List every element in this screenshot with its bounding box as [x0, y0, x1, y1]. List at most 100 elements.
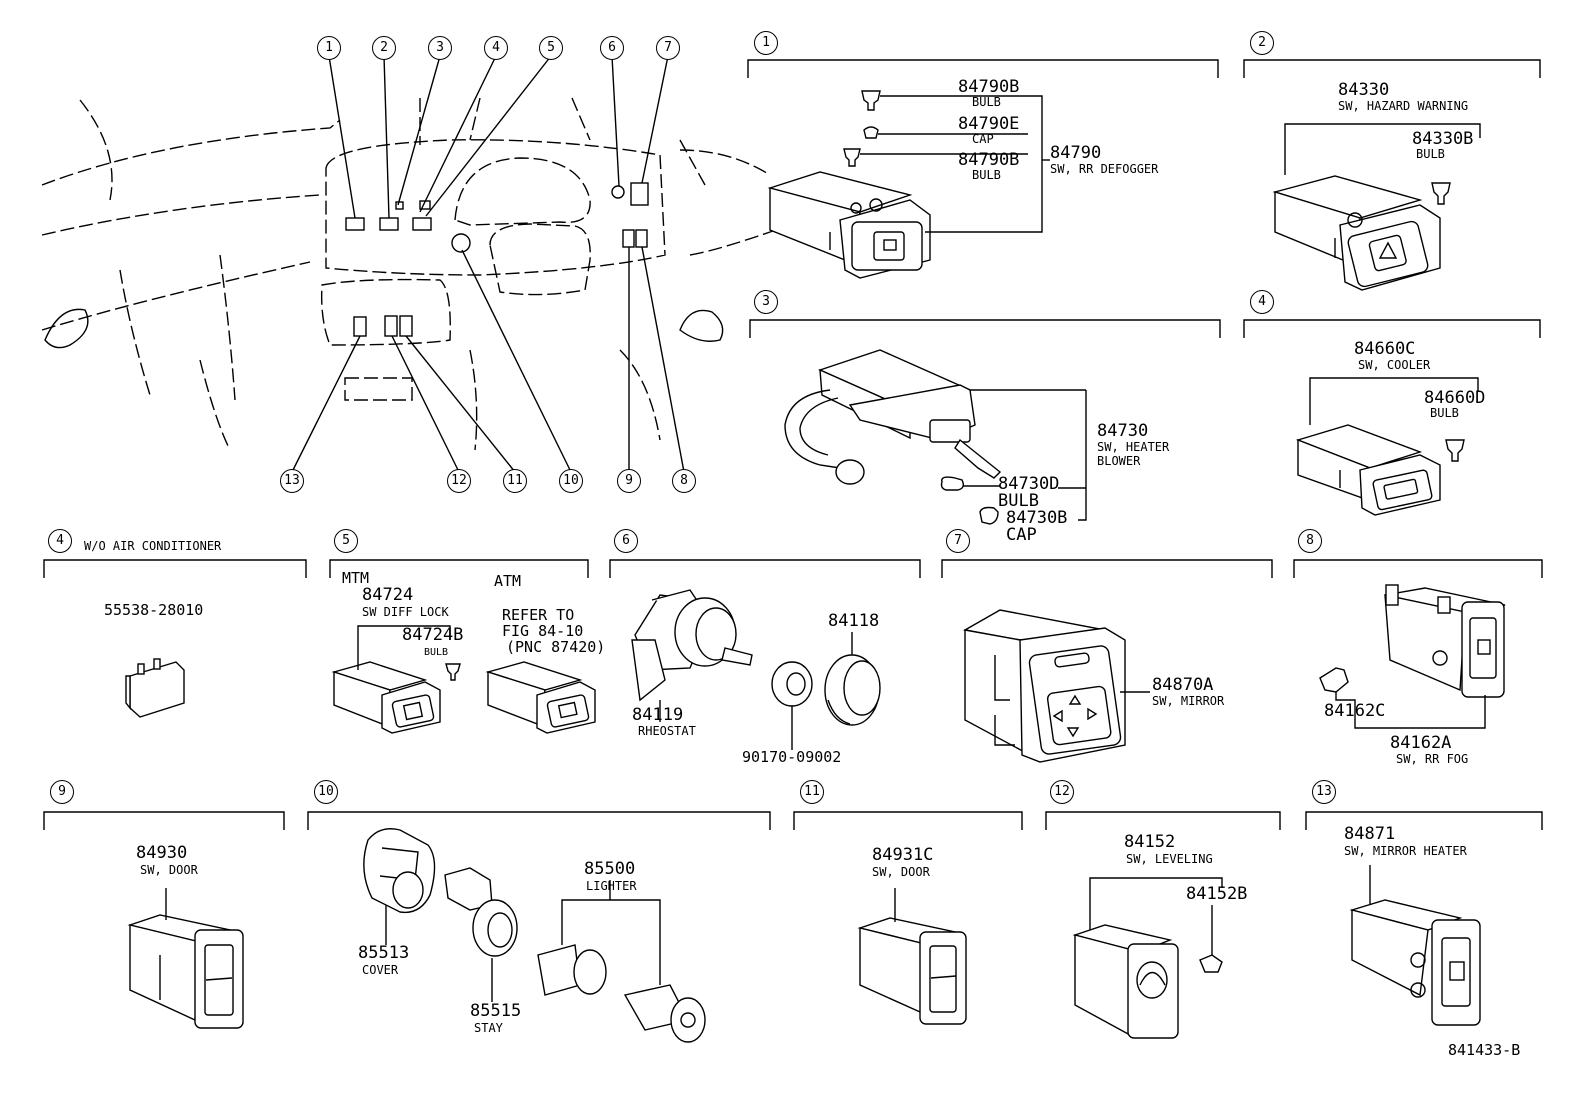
part-number-84119: 84119 — [632, 705, 684, 725]
diff-lock-switch-drawing — [331, 625, 596, 734]
part-name-lighter: LIGHTER — [586, 879, 637, 893]
part-name-cover: COVER — [362, 963, 399, 977]
part-number-84724: 84724 — [362, 585, 414, 605]
part-name-diff-lock: SW DIFF LOCK — [362, 605, 449, 619]
panel-1-callout: 1 — [754, 31, 778, 55]
overview-callout-8: 8 — [672, 469, 696, 493]
door-switch-drawing — [127, 888, 244, 1029]
part-number-84330b: 84330B — [1412, 129, 1474, 149]
leveling-switch-drawing — [1072, 877, 1223, 1039]
part-number-90170-09002: 90170-09002 — [742, 748, 842, 766]
part-number-84790b-top: 84790B — [958, 77, 1020, 97]
part-name-diff-lock-bulb: BULB — [424, 647, 449, 658]
overview-callout-6: 6 — [600, 36, 624, 60]
blank-plug-drawing — [125, 658, 185, 718]
part-number-84730: 84730 — [1097, 421, 1149, 441]
part-name-heater-cap: CAP — [1006, 525, 1037, 545]
mirror-heater-switch-drawing — [1349, 865, 1481, 1026]
refer-to-line-3: (PNC 87420) — [506, 638, 606, 656]
part-number-84724b: 84724B — [402, 625, 464, 645]
atm-label: ATM — [494, 572, 522, 590]
part-name-rr-defogger: SW, RR DEFOGGER — [1050, 162, 1159, 176]
part-name-heater-bulb: BULB — [998, 491, 1039, 511]
heater-blower-switch-drawing — [784, 349, 1087, 525]
part-name-cooler-bulb: BULB — [1430, 406, 1459, 420]
panel-brackets — [43, 59, 1543, 830]
overview-callout-12: 12 — [447, 469, 471, 493]
part-name-bulb-bottom: BULB — [972, 168, 1001, 182]
panel-10-callout: 10 — [314, 780, 338, 804]
part-name-heater: SW, HEATER — [1097, 440, 1170, 454]
overview-callout-2: 2 — [372, 36, 396, 60]
panel-2-callout: 2 — [1250, 31, 1274, 55]
part-number-84152: 84152 — [1124, 832, 1176, 852]
part-name-door-c: SW, DOOR — [872, 865, 930, 879]
rheostat-drawing — [631, 589, 881, 750]
part-number-84930: 84930 — [136, 843, 188, 863]
part-name-cap: CAP — [972, 132, 994, 146]
panel-8-callout: 8 — [1298, 529, 1322, 553]
part-name-mirror: SW, MIRROR — [1152, 694, 1225, 708]
part-number-84118: 84118 — [828, 611, 880, 631]
part-number-84660c: 84660C — [1354, 339, 1416, 359]
overview-callout-10: 10 — [559, 469, 583, 493]
part-name-blower: BLOWER — [1097, 454, 1141, 468]
door-switch-c-drawing — [857, 888, 967, 1025]
panel-4-callout: 4 — [1250, 290, 1274, 314]
part-number-84931c: 84931C — [872, 845, 934, 865]
part-name-rheostat: RHEOSTAT — [638, 724, 696, 738]
rr-defogger-switch-drawing — [767, 90, 1050, 279]
part-number-84730d: 84730D — [998, 474, 1060, 494]
overview-callout-4: 4 — [484, 36, 508, 60]
part-number-84330: 84330 — [1338, 80, 1390, 100]
overview-callout-13: 13 — [280, 469, 304, 493]
part-name-mirror-heater: SW, MIRROR HEATER — [1344, 844, 1467, 858]
part-number-84660d: 84660D — [1424, 388, 1486, 408]
part-name-hazard-bulb: BULB — [1416, 147, 1445, 161]
overview-callout-9: 9 — [617, 469, 641, 493]
dashboard-overview-drawing — [41, 55, 791, 473]
part-number-84790b-bottom: 84790B — [958, 150, 1020, 170]
overview-callout-7: 7 — [656, 36, 680, 60]
part-name-leveling: SW, LEVELING — [1126, 852, 1213, 866]
panel-7-callout: 7 — [946, 529, 970, 553]
panel-3-callout: 3 — [754, 290, 778, 314]
part-number-84162c: 84162C — [1324, 701, 1386, 721]
refer-to-line-2: FIG 84-10 — [502, 622, 584, 640]
rr-fog-switch-drawing — [1319, 584, 1506, 729]
part-number-85500: 85500 — [584, 859, 636, 879]
panel-12-callout: 12 — [1050, 780, 1074, 804]
panel-6-callout: 6 — [614, 529, 638, 553]
overview-callout-11: 11 — [503, 469, 527, 493]
part-name-cooler: SW, COOLER — [1358, 358, 1431, 372]
part-number-84870a: 84870A — [1152, 675, 1214, 695]
part-name-stay: STAY — [474, 1021, 503, 1035]
part-number-84162a: 84162A — [1390, 733, 1452, 753]
part-number-84790: 84790 — [1050, 143, 1102, 163]
part-number-84871: 84871 — [1344, 824, 1396, 844]
panel-13-callout: 13 — [1312, 780, 1336, 804]
mirror-switch-drawing — [962, 609, 1150, 763]
hazard-warning-switch-drawing — [1272, 123, 1481, 291]
cigarette-lighter-drawing — [363, 828, 706, 1043]
refer-to-line-1: REFER TO — [502, 606, 575, 624]
drawing-number: 841433-B — [1448, 1041, 1521, 1059]
mtm-label: MTM — [342, 569, 370, 587]
part-number-55538-28010: 55538-28010 — [104, 601, 204, 619]
part-number-84730b: 84730B — [1006, 508, 1068, 528]
overview-callout-5: 5 — [539, 36, 563, 60]
part-name-hazard-warning: SW, HAZARD WARNING — [1338, 99, 1469, 113]
panel-4b-callout: 4 — [48, 529, 72, 553]
part-number-85515: 85515 — [470, 1001, 522, 1021]
part-number-84152b: 84152B — [1186, 884, 1248, 904]
part-number-85513: 85513 — [358, 943, 410, 963]
overview-callout-3: 3 — [428, 36, 452, 60]
part-name-bulb-top: BULB — [972, 95, 1001, 109]
cooler-switch-drawing — [1295, 377, 1479, 516]
part-name-rr-fog: SW, RR FOG — [1396, 752, 1469, 766]
panel-11-callout: 11 — [800, 780, 824, 804]
part-name-door: SW, DOOR — [140, 863, 198, 877]
panel-9-callout: 9 — [50, 780, 74, 804]
overview-callout-1: 1 — [317, 36, 341, 60]
